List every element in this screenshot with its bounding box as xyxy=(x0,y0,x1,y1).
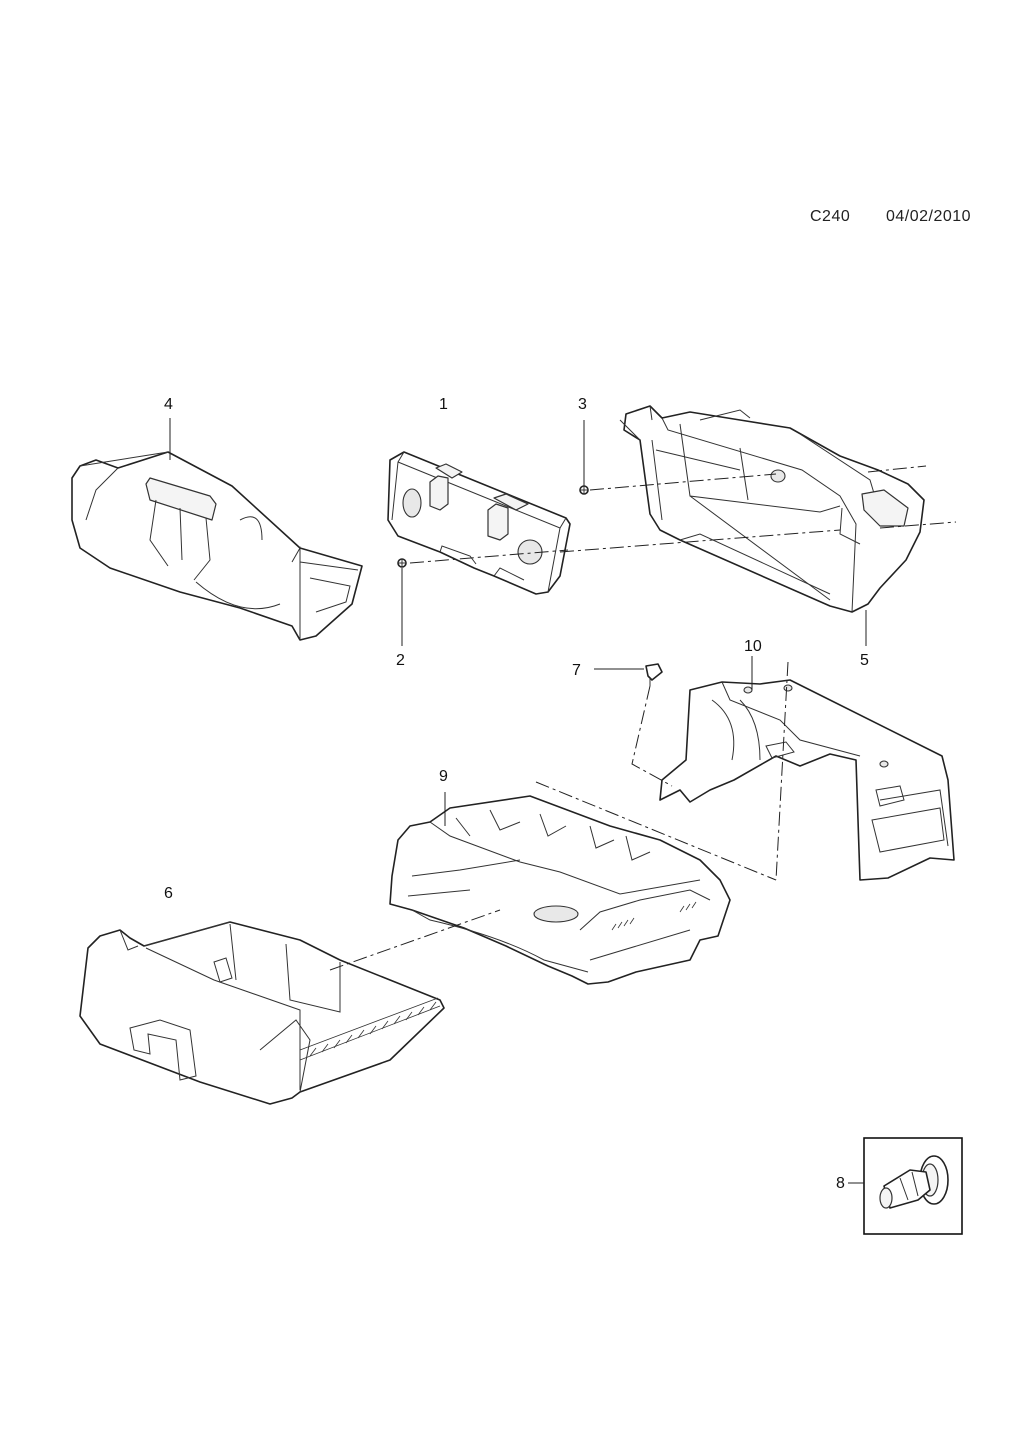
callout-8: 8 xyxy=(836,1175,845,1192)
diagram-code: C240 xyxy=(810,208,851,225)
callout-2: 2 xyxy=(396,652,405,669)
part-3-screw xyxy=(579,485,589,495)
callout-10: 10 xyxy=(744,638,762,655)
part-10-support-bracket xyxy=(659,679,955,881)
callout-9: 9 xyxy=(439,768,448,785)
callout-4: 4 xyxy=(164,396,173,413)
assembly-lines xyxy=(329,465,957,971)
part-4-glovebox-lid xyxy=(71,451,363,641)
panel-hole-left xyxy=(402,488,422,518)
part-6-storage-tray xyxy=(79,921,445,1105)
part-9-center-frame xyxy=(389,795,731,985)
callout-5: 5 xyxy=(860,652,869,669)
leader-lines xyxy=(169,418,867,826)
callout-3: 3 xyxy=(578,396,587,413)
callout-7: 7 xyxy=(572,662,581,679)
part-8-clip-inset xyxy=(848,1137,963,1235)
part-5-glovebox-housing xyxy=(619,405,925,613)
callout-6: 6 xyxy=(164,885,173,902)
part-7-screw xyxy=(645,663,663,686)
part-2-screw xyxy=(397,558,407,568)
diagram-date: 04/02/2010 xyxy=(886,208,972,225)
part-1-latch-panel xyxy=(387,451,571,595)
callout-1: 1 xyxy=(439,396,448,413)
